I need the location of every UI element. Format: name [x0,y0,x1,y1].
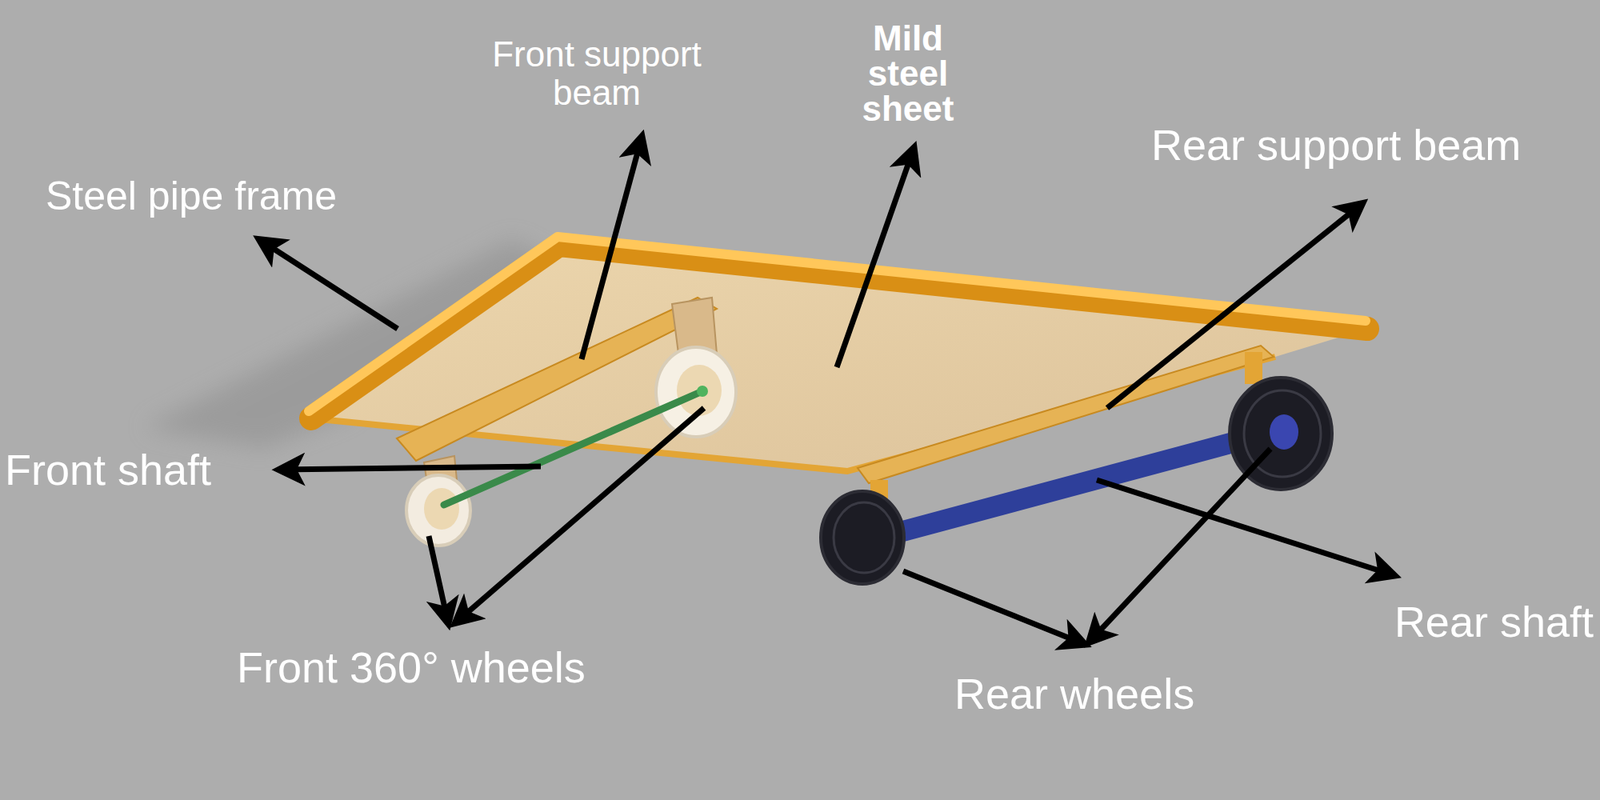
part-label: Front shaft [4,446,269,494]
caster-hub [424,488,460,530]
leader-arrow [280,466,541,470]
rear-wheel-rim [833,502,895,573]
rear-beam [857,345,1274,484]
leader-arrow [260,240,398,329]
part-label: Front support beam [464,35,729,113]
leader-arrow [428,536,448,623]
leader-arrow [581,137,642,360]
leader-arrow [903,571,1084,644]
leader-arrow [1096,480,1394,576]
leader-arrow [836,148,914,368]
shaft-end [696,385,708,397]
rear-wheel [820,491,904,584]
caster-hub [676,364,722,416]
part-label: Front 360° wheels [236,644,685,692]
rear-shaft [867,432,1272,541]
part-label: Mild steel sheet [832,20,984,127]
leader-arrow [1107,204,1362,408]
beam-post [1244,352,1263,384]
part-label: Rear shaft [1312,598,1594,646]
pipe-highlight [308,236,1366,412]
part-label: Rear support beam [1151,121,1593,169]
leader-arrow [1089,448,1271,642]
part-label: Steel pipe frame [45,174,446,219]
leader-arrow [456,408,704,623]
front-shaft [444,391,703,505]
part-label: Rear wheels [954,670,1291,718]
caster-wheel [406,475,471,546]
rear-hub [1269,414,1299,450]
